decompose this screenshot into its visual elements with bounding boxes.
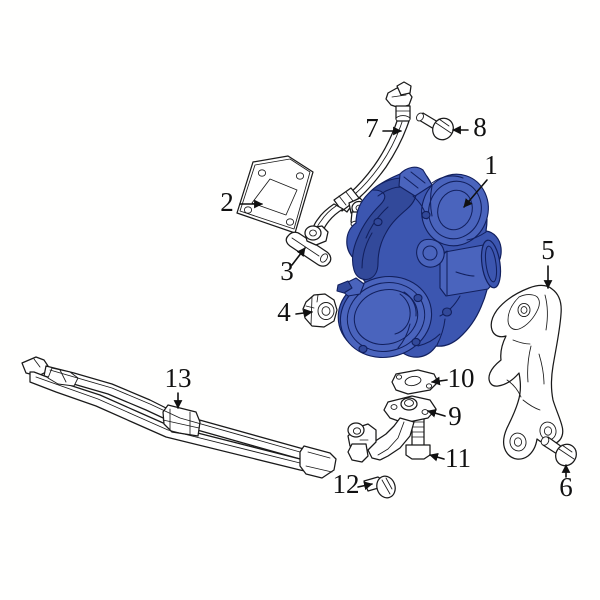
callout-label-1: 1 xyxy=(484,150,498,180)
part-8-oil-supply-tube-bolt xyxy=(416,112,454,141)
callout-label-6: 6 xyxy=(559,472,573,502)
part-2-turbocharger-gasket xyxy=(236,155,314,234)
part-13-coolant-tube-assembly xyxy=(21,356,337,479)
callout-label-9: 9 xyxy=(448,401,462,431)
leader-10 xyxy=(431,376,448,386)
leader-3 xyxy=(291,247,306,266)
leader-4 xyxy=(295,308,313,318)
part-1-turbocharger xyxy=(336,166,502,359)
callout-labels: 1 2 3 4 5 6 7 8 9 10 11 12 13 xyxy=(165,112,573,502)
leader-12 xyxy=(357,481,373,490)
callout-label-5: 5 xyxy=(541,235,555,265)
leader-1 xyxy=(463,179,488,208)
callout-label-11: 11 xyxy=(445,443,471,473)
callout-label-13: 13 xyxy=(165,363,192,393)
part-12-coolant-tube-bolt xyxy=(363,475,396,499)
callout-label-8: 8 xyxy=(473,112,487,142)
callout-label-4: 4 xyxy=(277,297,291,327)
leader-11 xyxy=(429,452,445,462)
leader-9 xyxy=(427,409,446,418)
callout-label-10: 10 xyxy=(448,363,475,393)
callout-label-3: 3 xyxy=(280,256,294,286)
callout-label-7: 7 xyxy=(365,113,379,143)
part-9-oil-return-tube xyxy=(347,395,437,463)
part-3-dowel-pin xyxy=(285,231,332,267)
part-10-oil-return-tube-gasket xyxy=(391,369,439,395)
callout-label-2: 2 xyxy=(220,187,234,217)
callout-leaders xyxy=(173,125,571,490)
callout-label-12: 12 xyxy=(333,469,360,499)
part-5-heat-shield-bracket xyxy=(488,284,564,460)
part-4-stud-nut xyxy=(302,293,338,328)
part-6-bracket-bolt xyxy=(540,436,577,467)
